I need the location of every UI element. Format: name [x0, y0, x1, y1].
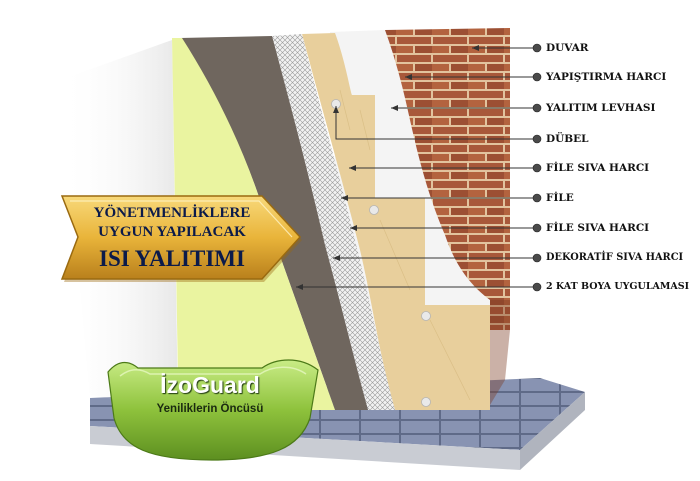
- dowel-heads: [331, 99, 431, 407]
- mesh-layer: [272, 34, 395, 410]
- banner-line-2: UYGUN YAPILACAK: [98, 224, 246, 240]
- label-insulation-board: YALITIM LEVHASI: [546, 102, 656, 114]
- label-dowel: DÜBEL: [546, 133, 589, 145]
- label-decorative-plaster: DEKORATİF SIVA HARCI: [546, 252, 684, 263]
- label-mesh-plaster-1: FİLE SIVA HARCI: [546, 162, 650, 174]
- board-texture: [339, 89, 471, 401]
- banner-line-1: YÖNETMENLİKLERE: [93, 205, 251, 221]
- logo-badge: [107, 359, 319, 461]
- logo-title: İzoGuard: [160, 372, 260, 398]
- label-bullets: [532, 43, 542, 292]
- heat-insulation-banner: [60, 195, 302, 282]
- label-mesh-plaster-2: FİLE SIVA HARCI: [546, 222, 650, 234]
- label-wall: DUVAR: [546, 42, 589, 54]
- logo-subtitle: Yeniliklerin Öncüsü: [156, 403, 264, 415]
- label-mesh: FİLE: [546, 192, 574, 204]
- label-paint: 2 KAT BOYA UYGULAMASI: [546, 281, 690, 292]
- leader-lines: [296, 47, 537, 288]
- label-adhesive-mortar: YAPIŞTIRMA HARCI: [546, 71, 667, 83]
- leader-arrowheads: [296, 45, 479, 290]
- banner-line-3: ISI YALITIMI: [99, 246, 245, 271]
